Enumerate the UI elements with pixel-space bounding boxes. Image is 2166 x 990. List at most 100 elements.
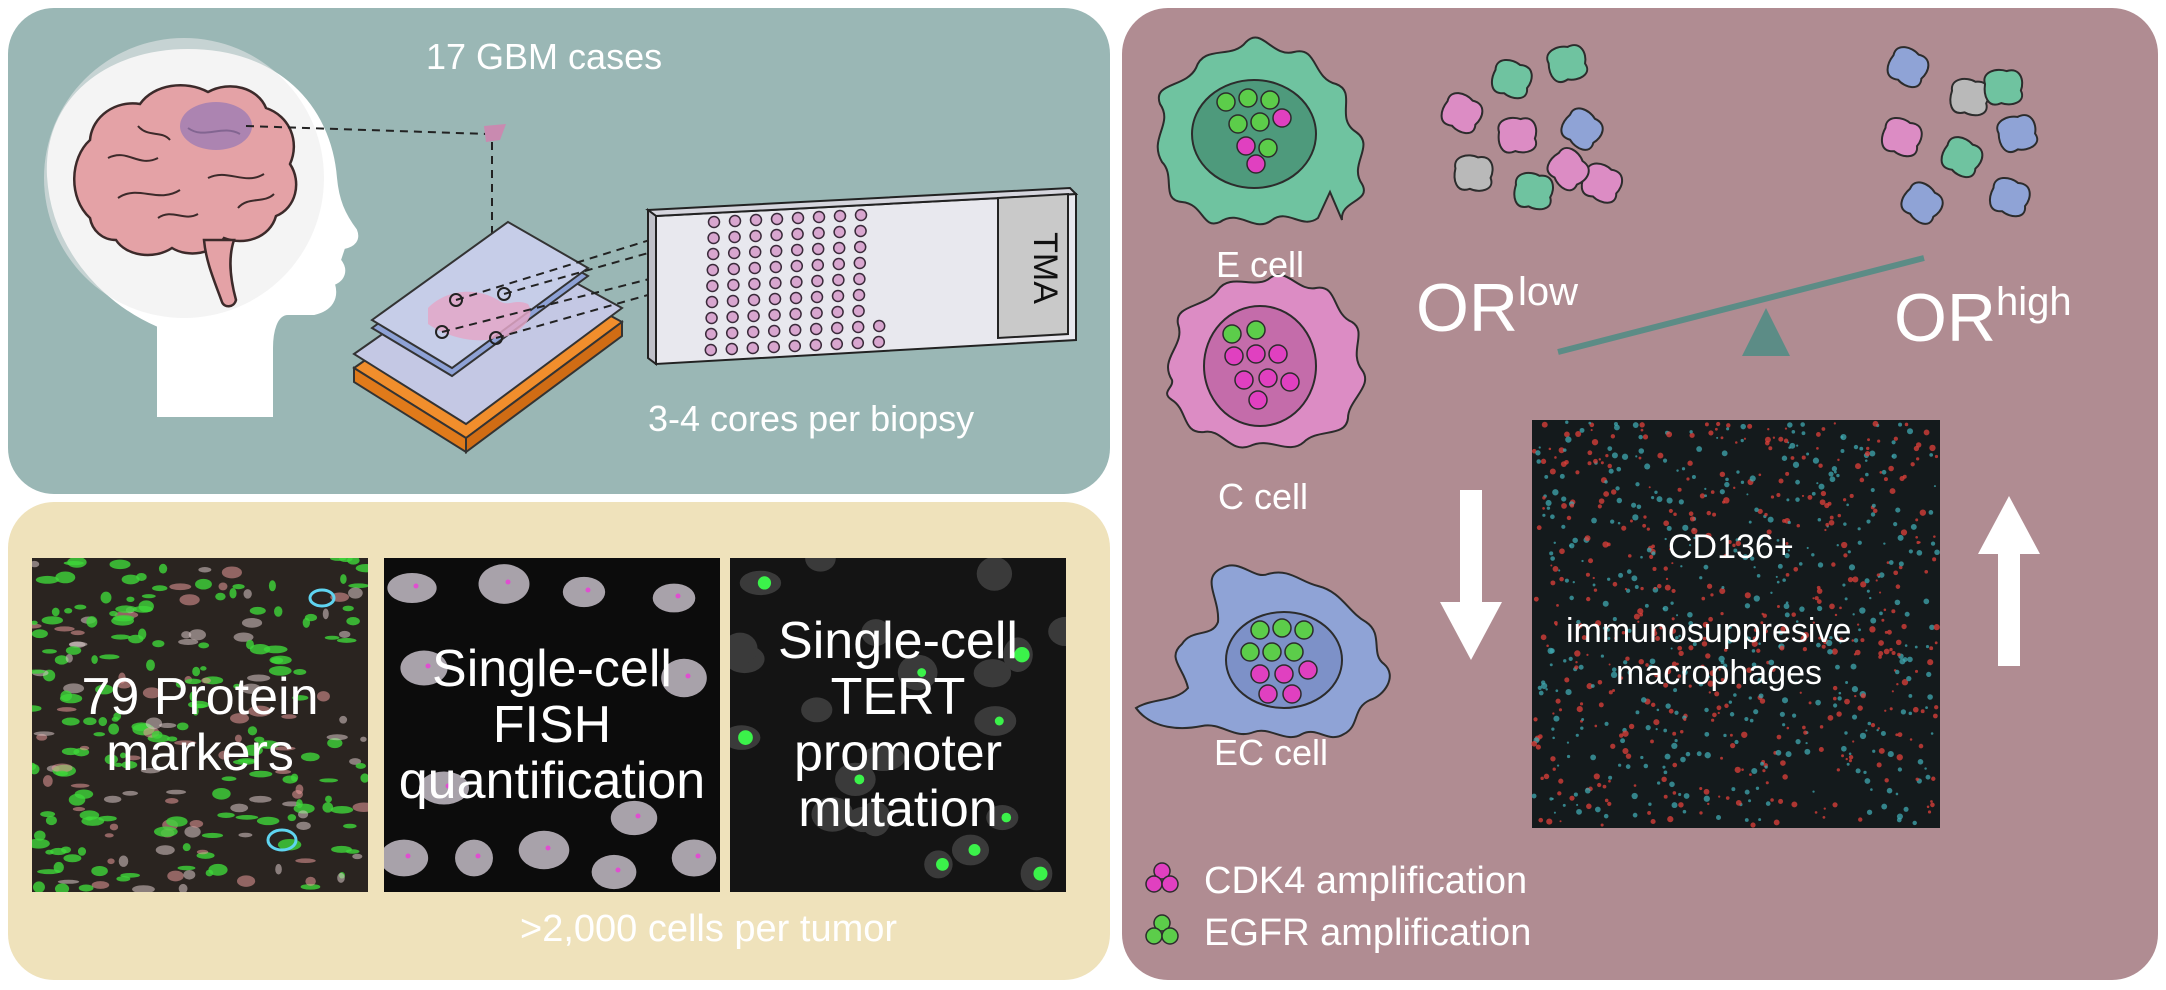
amplification-dot — [1250, 112, 1270, 132]
macrophage-speckle — [1889, 647, 1893, 652]
macrophage-speckle — [1668, 508, 1673, 513]
macrophage-speckle — [1614, 636, 1617, 640]
tissue-speckle — [339, 558, 353, 563]
macrophage-speckle — [1638, 667, 1642, 671]
amplification-dot — [1284, 642, 1304, 662]
macrophage-speckle — [1533, 717, 1538, 722]
c-cell-label: C cell — [1218, 476, 1309, 517]
macrophage-speckle — [1864, 578, 1870, 584]
macrophage-speckle — [1804, 748, 1811, 755]
tissue-speckle — [352, 802, 368, 813]
macrophage-speckle — [1719, 471, 1726, 478]
tissue-speckle — [61, 846, 72, 854]
tma-core — [748, 277, 761, 291]
macrophage-speckle — [1785, 542, 1789, 545]
macrophage-speckle — [1711, 718, 1715, 722]
macrophage-speckle — [1555, 698, 1561, 704]
macrophage-speckle — [1686, 477, 1690, 481]
fish-signal — [405, 853, 411, 859]
macrophage-speckle — [1888, 465, 1894, 472]
macrophage-speckle — [1591, 517, 1597, 524]
amplification-dot — [1258, 368, 1278, 388]
macrophage-speckle — [1851, 686, 1859, 693]
tissue-speckle — [166, 789, 186, 795]
tissue-speckle — [119, 752, 127, 759]
macrophage-speckle — [1901, 623, 1907, 630]
tert-signal — [994, 716, 1004, 726]
fish-nucleus — [478, 564, 530, 604]
tissue-speckle — [169, 583, 192, 591]
macrophage-speckle — [1866, 589, 1870, 593]
macrophage-speckle — [1859, 732, 1867, 740]
macrophage-speckle — [1746, 667, 1752, 673]
tma-core — [789, 291, 803, 305]
macrophage-speckle — [1783, 438, 1789, 444]
sampling-illustration: TMA — [44, 38, 1079, 454]
macrophage-speckle — [1896, 813, 1903, 820]
readouts-panel: 79 Protein markers Single-cell FISH quan… — [8, 502, 1110, 980]
macrophage-speckle — [1792, 461, 1800, 468]
tma-core — [830, 337, 844, 351]
tissue-speckle — [100, 591, 112, 604]
macrophage-speckle — [1673, 512, 1677, 517]
macrophage-speckle — [1668, 708, 1674, 714]
macrophage-speckle — [1823, 807, 1826, 810]
macrophage-speckle — [1789, 442, 1796, 449]
tissue-speckle — [274, 606, 283, 617]
macrophage-speckle — [1610, 434, 1616, 439]
tissue-speckle — [35, 575, 60, 584]
fish-signal — [475, 853, 481, 859]
tissue-speckle — [167, 870, 184, 882]
tissue-speckle — [176, 722, 189, 731]
amplification-dot — [1294, 620, 1314, 640]
tma-core — [788, 339, 802, 353]
macrophage-speckle — [1732, 543, 1736, 548]
tissue-speckle — [111, 716, 119, 722]
macrophage-speckle — [1929, 453, 1934, 457]
macrophage-speckle — [1741, 731, 1748, 738]
macrophage-speckle — [1754, 507, 1759, 512]
tissue-speckle — [189, 691, 196, 702]
macrophage-speckle — [1699, 576, 1703, 580]
macrophage-speckle — [1778, 436, 1784, 442]
fish-signal — [425, 663, 431, 669]
macrophage-speckle — [1730, 742, 1736, 749]
tissue-speckle — [113, 762, 123, 768]
tma-core — [851, 320, 865, 334]
tissue-speckle — [104, 754, 118, 765]
macrophage-speckle — [1729, 712, 1735, 717]
tissue-speckle — [140, 767, 161, 774]
macrophage-speckle — [1593, 588, 1598, 592]
tissue-speckle — [91, 881, 110, 889]
macrophage-speckle — [1786, 498, 1790, 502]
macrophage-speckle — [1624, 587, 1628, 591]
macrophage-speckle — [1878, 747, 1885, 754]
amplification-dot — [1224, 346, 1244, 366]
tissue-speckle — [198, 567, 212, 573]
macrophage-speckle — [1556, 764, 1560, 767]
tert-image: Single-cell TERT promoter mutation — [730, 558, 1066, 892]
macrophage-speckle — [1915, 535, 1919, 539]
macrophage-speckle — [1673, 688, 1678, 693]
macrophage-speckle — [1818, 483, 1825, 490]
macrophage-speckle — [1884, 778, 1889, 783]
macrophage-speckle — [1688, 543, 1692, 547]
macrophage-speckle — [1879, 591, 1882, 594]
macrophage-speckle — [1829, 603, 1835, 610]
macrophage-speckle — [1824, 528, 1827, 532]
tma-core — [725, 342, 739, 356]
tma-core — [872, 335, 886, 349]
macrophage-speckle — [1836, 768, 1840, 772]
macrophage-speckle — [1812, 597, 1815, 600]
macrophage-speckle — [1806, 546, 1809, 550]
macrophage-speckle — [1748, 696, 1752, 700]
macrophage-speckle — [1707, 802, 1710, 806]
amplification-dot — [1250, 620, 1270, 640]
amplification-dot — [1250, 664, 1270, 684]
macrophage-speckle — [1751, 767, 1758, 775]
macrophage-speckle — [1565, 689, 1572, 696]
fish-nucleus — [518, 830, 570, 870]
cores-caption: 3-4 cores per biopsy — [648, 398, 975, 439]
tile-protein-line1: 79 Protein — [81, 668, 319, 726]
macrophage-speckle — [1848, 759, 1852, 763]
